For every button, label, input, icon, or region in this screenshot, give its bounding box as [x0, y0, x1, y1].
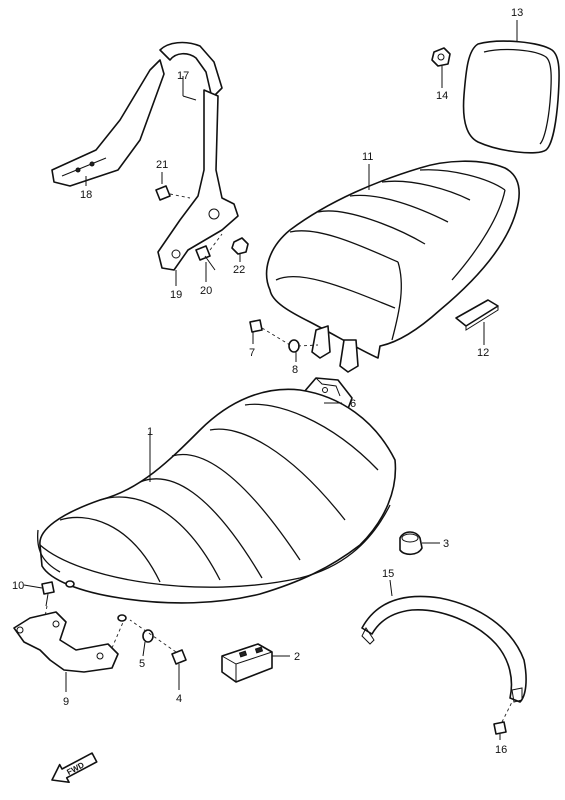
grab-strap-15	[361, 595, 527, 703]
seat-frame	[51, 41, 239, 271]
label-7: 7	[249, 347, 255, 359]
label-10: 10	[12, 580, 24, 592]
passenger-seat	[265, 160, 520, 373]
label-9: 9	[63, 696, 69, 708]
label-20: 20	[200, 285, 212, 297]
nut-22	[231, 237, 249, 255]
label-6: 6	[350, 398, 356, 410]
label-13: 13	[511, 7, 523, 19]
label-14: 14	[436, 90, 448, 102]
label-22: 22	[233, 264, 245, 276]
nut-14	[431, 47, 451, 67]
washer-8	[288, 339, 319, 353]
label-4: 4	[176, 693, 182, 705]
label-11: 11	[362, 151, 373, 163]
part-labels: 13 14 11 12 6 8 7 17 18 21 19 20 22 1 3 …	[12, 7, 523, 756]
leader-lines	[23, 20, 518, 740]
label-8: 8	[292, 364, 298, 376]
bolt-10	[41, 581, 55, 623]
label-21: 21	[156, 159, 168, 171]
bolt-7	[249, 319, 291, 346]
plate-12	[455, 299, 499, 331]
forward-arrow-icon: FWD	[51, 752, 98, 784]
label-12: 12	[477, 347, 489, 359]
washer-5	[142, 629, 154, 643]
label-15: 15	[382, 568, 394, 580]
bolt-21	[155, 185, 191, 201]
front-bracket-9	[13, 611, 125, 673]
label-16: 16	[495, 744, 507, 756]
label-19: 19	[170, 289, 182, 301]
rider-seat	[36, 388, 397, 622]
block-2	[221, 643, 273, 683]
bolt-4	[129, 619, 187, 665]
backrest-pad	[462, 40, 560, 154]
bolt-16	[493, 701, 513, 735]
label-18: 18	[80, 189, 92, 201]
label-3: 3	[443, 538, 449, 550]
grommet-3	[399, 531, 423, 556]
label-5: 5	[139, 658, 145, 670]
label-17: 17	[177, 70, 189, 82]
label-2: 2	[294, 651, 300, 663]
label-1: 1	[147, 426, 153, 438]
bolt-20	[195, 233, 223, 271]
